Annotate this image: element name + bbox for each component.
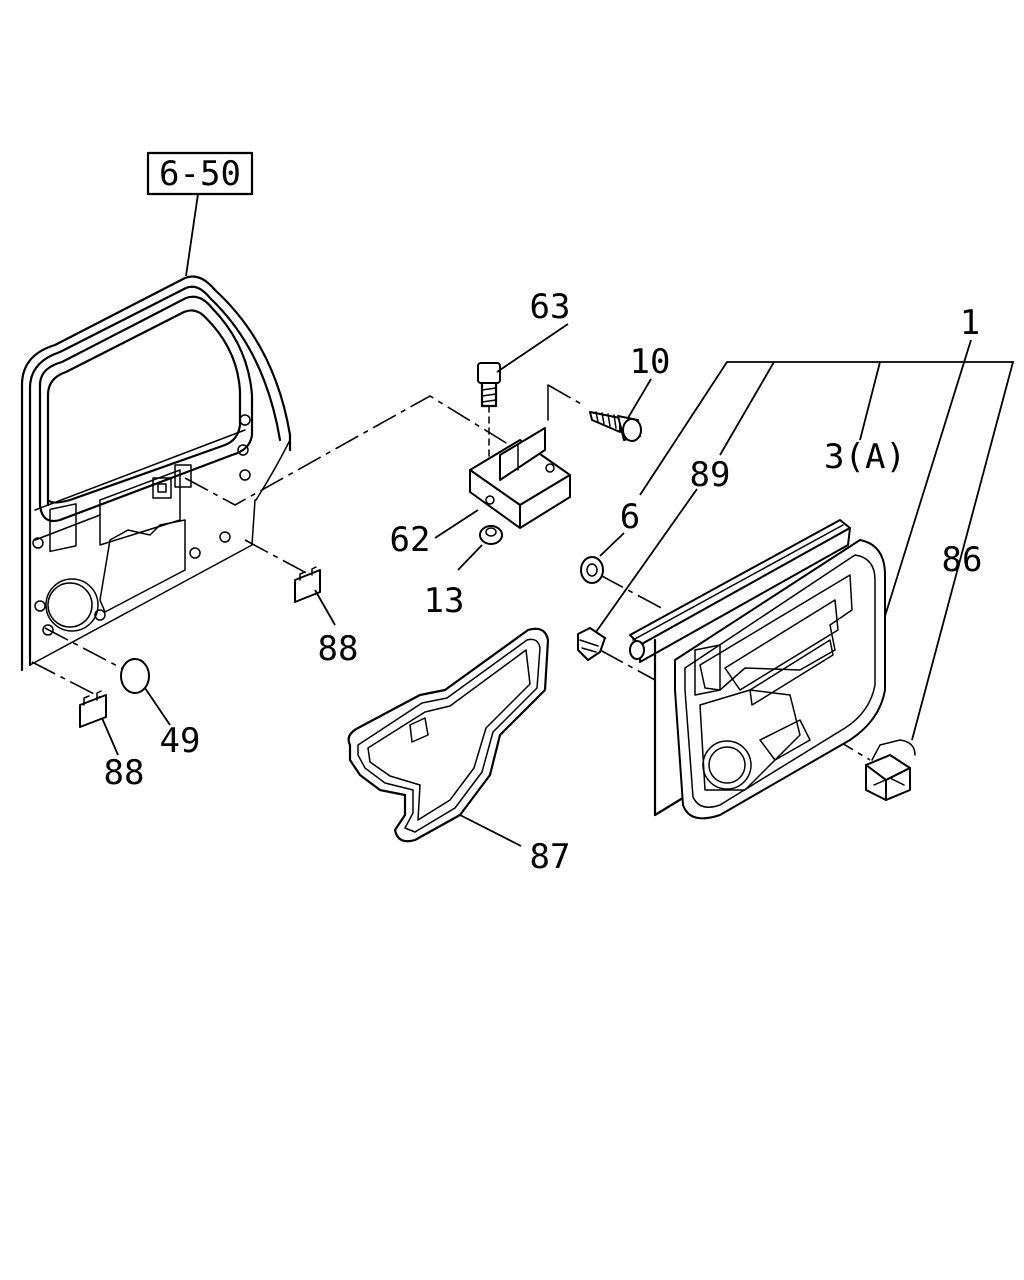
explode-lines (31, 384, 871, 761)
callout-87: 87 (530, 837, 571, 877)
reference-box[interactable]: 6-50 (146, 151, 254, 196)
part-62-bracket[interactable] (469, 427, 571, 529)
reference-box-label: 6-50 (159, 154, 241, 194)
callout-3a: 3(A) (824, 437, 906, 477)
callout-86: 86 (942, 540, 983, 580)
callout-1: 1 (960, 303, 980, 343)
callout-88-upper: 88 (318, 629, 359, 669)
part-13-nut[interactable] (479, 525, 503, 545)
callout-13: 13 (424, 581, 465, 621)
callout-63: 63 (530, 287, 571, 327)
part-86-clip[interactable] (865, 739, 916, 801)
door-shell (20, 275, 292, 672)
part-6-grommet[interactable] (580, 556, 604, 584)
part-87-water-shield[interactable] (347, 627, 550, 843)
part-10-screw[interactable] (589, 411, 642, 442)
part-88-clip-lower[interactable] (79, 690, 107, 728)
part-89-clip[interactable] (577, 627, 606, 661)
part-1-door-trim-panel[interactable] (653, 539, 886, 820)
callout-88-lower: 88 (104, 753, 145, 793)
part-49-plug[interactable] (120, 658, 150, 694)
callout-62: 62 (390, 520, 431, 560)
part-88-clip-upper[interactable] (294, 566, 321, 603)
callout-6: 6 (620, 497, 640, 537)
part-3a-weatherstrip[interactable] (629, 519, 851, 663)
callout-49: 49 (160, 721, 201, 761)
callout-10: 10 (630, 342, 671, 382)
callout-89: 89 (690, 455, 731, 495)
